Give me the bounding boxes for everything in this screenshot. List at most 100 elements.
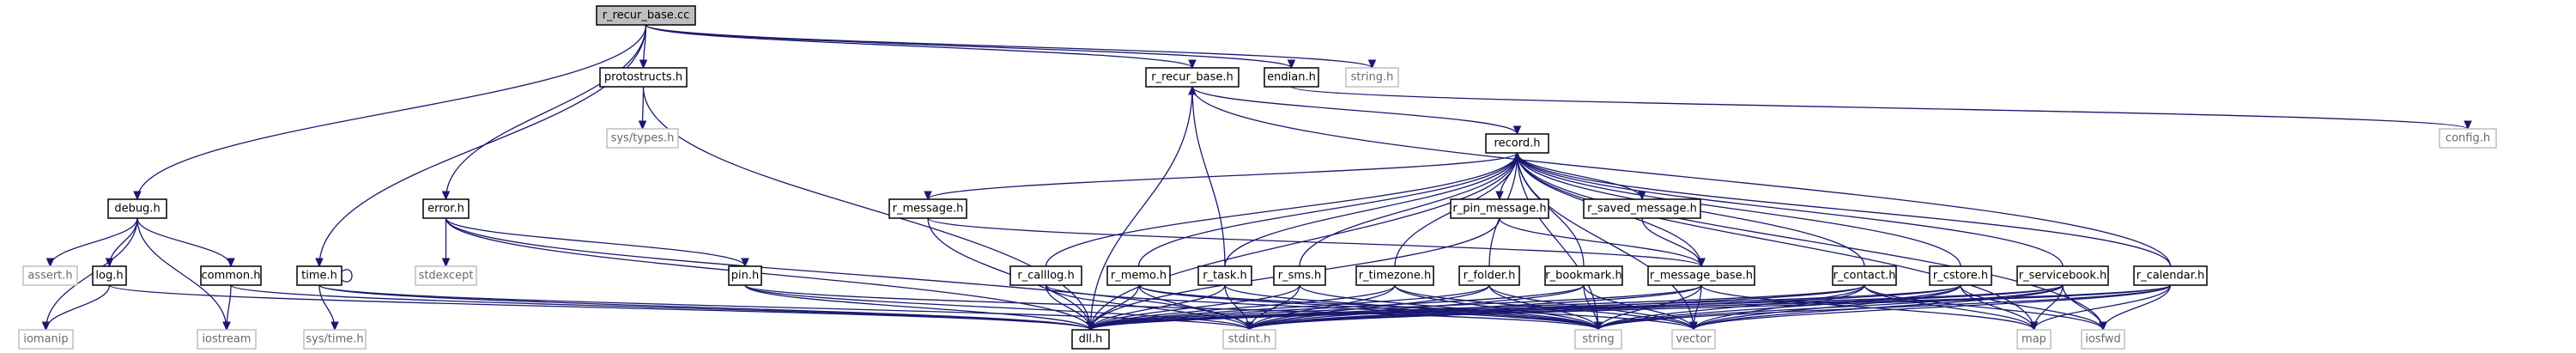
node-common-h[interactable]: common.h: [200, 265, 262, 286]
arrowhead-debug_h-to-common_h: [227, 258, 235, 268]
node-label: stdexcept: [419, 270, 474, 283]
edge-r_timezone_h-to-string: [1394, 284, 1599, 331]
node-box: [1583, 198, 1701, 219]
edge-r_message_base_h-to-map: [1700, 284, 2035, 331]
node-label: common.h: [202, 270, 261, 283]
node-debug-h[interactable]: debug.h: [107, 198, 167, 219]
arrowhead-r_calendar_h-to-dll_h: [1086, 321, 1095, 332]
node-time-h[interactable]: time.h: [296, 265, 342, 286]
node-r-sms-h[interactable]: r_sms.h: [1273, 265, 1326, 286]
edge-r_message_base_h-to-dll_h: [1089, 284, 1702, 331]
node-r-pin-message-h[interactable]: r_pin_message.h: [1450, 198, 1549, 219]
node-box: [2016, 265, 2109, 286]
node-record-h[interactable]: record.h: [1485, 133, 1549, 154]
node-box: [1197, 265, 1252, 286]
node-label: assert.h: [27, 270, 72, 283]
edge-debug_h-to-assert_h: [49, 217, 138, 267]
node-stdexcept: stdexcept: [415, 265, 477, 286]
node-label: r_message.h: [893, 203, 964, 216]
edge-debug_h-to-common_h: [136, 217, 232, 267]
nodes: r_recur_base.cc protostructs.h r_recur_bas…: [18, 5, 2497, 350]
node-endian-h[interactable]: endian.h: [1264, 67, 1319, 88]
node-r-message-h[interactable]: r_message.h: [888, 198, 967, 219]
node-label: r_pin_message.h: [1452, 203, 1546, 216]
node-box: [2439, 128, 2497, 149]
node-r-recur-base-cc[interactable]: r_recur_base.cc: [596, 5, 696, 26]
node-box: [599, 67, 688, 88]
arrowhead-protostructs_h-to-sys_types_h: [638, 120, 647, 131]
arrowhead-r_recur_base_cc-to-debug_h: [133, 191, 142, 201]
node-label: r_sms.h: [1278, 270, 1321, 283]
node-r-folder-h[interactable]: r_folder.h: [1458, 265, 1520, 286]
edge-r_cstore_h-to-string: [1597, 284, 1961, 331]
node-label: iosfwd: [2085, 333, 2121, 346]
edge-record_h-to-string: [1516, 152, 1599, 331]
edge-time_h-to-stdint_h: [318, 284, 1251, 331]
node-r-saved-message-h[interactable]: r_saved_message.h: [1583, 198, 1701, 219]
node-r-bookmark-h[interactable]: r_bookmark.h: [1544, 265, 1623, 286]
node-label: pin.h: [731, 270, 759, 283]
arrowhead-r_recur_base_cc-to-error_h: [441, 191, 451, 201]
edge-r_servicebook_h-to-string: [1597, 284, 2064, 331]
node-log-h[interactable]: log.h: [92, 265, 127, 286]
node-r-cstore-h[interactable]: r_cstore.h: [1929, 265, 1992, 286]
node-box: [415, 265, 477, 286]
node-label: iostream: [202, 333, 251, 346]
edge-r_recur_base_cc-to-error_h: [445, 24, 647, 200]
node-label: dll.h: [1079, 333, 1103, 346]
node-box: [1009, 265, 1082, 286]
edge-pin_h-to-string: [744, 284, 1599, 331]
arrowhead-debug_h-to-assert_h: [45, 258, 55, 268]
node-pin-h[interactable]: pin.h: [728, 265, 762, 286]
node-dll-h[interactable]: dll.h: [1071, 329, 1110, 350]
edge-r_recur_base_cc-to-debug_h: [136, 24, 647, 200]
edge-r_calendar_h-to-stdint_h: [1248, 284, 2172, 331]
node-r-timezone-h[interactable]: r_timezone.h: [1355, 265, 1434, 286]
node-box: [1832, 265, 1897, 286]
edge-r_cstore_h-to-record_h: [1516, 152, 1961, 267]
node-assert-h: assert.h: [22, 265, 78, 286]
node-box: [1145, 67, 1240, 88]
node-label: error.h: [427, 203, 464, 216]
node-box: [2133, 265, 2208, 286]
node-r-message-base-h[interactable]: r_message_base.h: [1647, 265, 1755, 286]
node-r-contact-h[interactable]: r_contact.h: [1832, 265, 1897, 286]
node-label: map: [2021, 333, 2046, 346]
node-sys-time-h: sys/time.h: [303, 329, 367, 350]
node-box: [107, 198, 167, 219]
edge-error_h-to-stdint_h: [445, 217, 1251, 331]
node-label: r_calendar.h: [2137, 270, 2205, 283]
node-box: [296, 265, 342, 286]
arrowhead-r_calendar_h-to-record_h: [1512, 151, 1522, 161]
node-r-memo-h[interactable]: r_memo.h: [1106, 265, 1171, 286]
edge-r_recur_base_cc-to-time_h: [318, 24, 647, 267]
node-map: map: [2016, 329, 2052, 350]
node-label: sys/time.h: [306, 333, 363, 346]
node-string-h: string.h: [1345, 67, 1399, 88]
arrowhead-time_h-to-sys_time_h: [330, 321, 339, 332]
node-box: [197, 329, 257, 350]
edge-record_h-to-r_message_h: [927, 152, 1518, 200]
edge-r_recur_base_cc-to-r_recur_base_h: [645, 24, 1193, 69]
node-protostructs-h[interactable]: protostructs.h: [599, 67, 688, 88]
node-sys-types-h: sys/types.h: [606, 128, 679, 149]
node-r-recur-base-h[interactable]: r_recur_base.h: [1145, 67, 1240, 88]
node-label: debug.h: [114, 203, 160, 216]
node-iostream: iostream: [197, 329, 257, 350]
edge-pin_h-to-stdint_h: [744, 284, 1251, 331]
node-box: [2016, 329, 2052, 350]
arrowhead-r_calendar_h-to-map: [2029, 321, 2039, 332]
edge-r_task_h-to-record_h: [1224, 152, 1518, 267]
node-r-task-h[interactable]: r_task.h: [1197, 265, 1252, 286]
node-label: r_bookmark.h: [1545, 270, 1621, 283]
edge-r_contact_h-to-map: [1864, 284, 2035, 331]
node-r-servicebook-h[interactable]: r_servicebook.h: [2016, 265, 2109, 286]
edge-debug_h-to-iostream: [136, 217, 227, 331]
arrowhead-r_calendar_h-to-r_recur_base_h: [1188, 85, 1197, 95]
node-r-calllog-h[interactable]: r_calllog.h: [1009, 265, 1082, 286]
node-r-calendar-h[interactable]: r_calendar.h: [2133, 265, 2208, 286]
node-label: r_cstore.h: [1933, 270, 1988, 283]
node-error-h[interactable]: error.h: [422, 198, 470, 219]
node-box: [422, 198, 470, 219]
arrowhead-r_recur_base_cc-to-endian_h: [1287, 59, 1296, 70]
